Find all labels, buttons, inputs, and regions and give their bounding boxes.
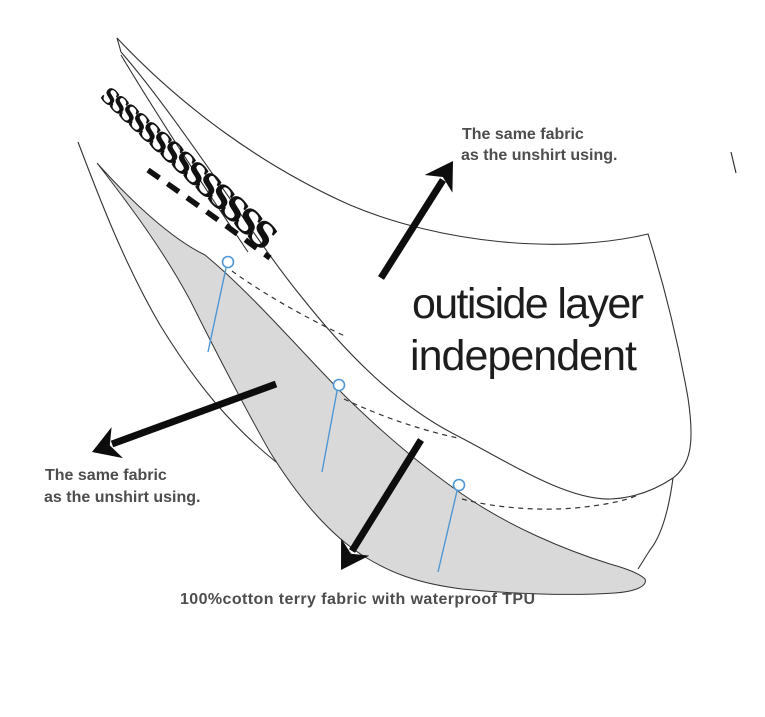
edge-tick bbox=[730, 151, 737, 174]
pin-icon-1 bbox=[207, 255, 235, 353]
arrow-down-icon bbox=[341, 438, 424, 570]
title-line2: independent bbox=[410, 332, 637, 380]
bottom-layer-shape bbox=[96, 162, 646, 595]
label-bottom: 100%cotton terry fabric with waterproof … bbox=[180, 591, 535, 608]
middle-layer-right-edge bbox=[637, 477, 674, 570]
arrow-down-left-icon bbox=[92, 380, 278, 459]
arrow-up-right-icon bbox=[378, 161, 453, 280]
label-left-line1: The same fabric bbox=[45, 467, 167, 484]
pin-icon-3 bbox=[437, 478, 466, 573]
title-line1: outiside layer bbox=[412, 280, 644, 328]
hidden-edge-dash-1 bbox=[231, 270, 348, 338]
label-top-line1: The same fabric bbox=[462, 126, 584, 143]
label-left-line2: as the unshirt using. bbox=[44, 489, 200, 506]
hidden-edge-dash-3 bbox=[461, 494, 639, 510]
pin-icon-2 bbox=[321, 378, 346, 473]
fold-dashed-line bbox=[146, 167, 272, 261]
middle-layer-left-edge bbox=[77, 141, 277, 463]
label-top-line2: as the unshirt using. bbox=[461, 147, 617, 164]
hidden-edge-dash-2 bbox=[343, 398, 459, 439]
outer-layer-shape bbox=[116, 37, 692, 500]
seam-line bbox=[120, 54, 249, 253]
